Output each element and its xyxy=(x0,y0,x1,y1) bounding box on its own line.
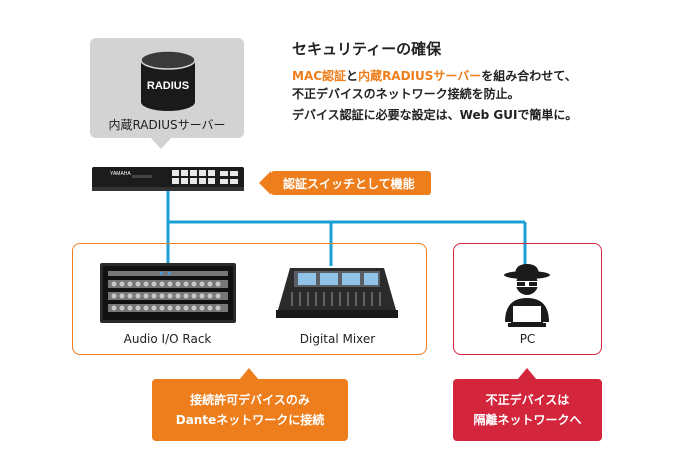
blocked-callout-line-2: 隔離ネットワークへ xyxy=(473,413,582,427)
mixer-console-icon xyxy=(276,268,398,318)
allowed-callout-line-1: 接続許可デバイスのみ xyxy=(190,393,310,407)
allowed-callout-line-2: Danteネットワークに接続 xyxy=(175,413,325,427)
network-switch-icon: YAMAHA xyxy=(92,167,244,191)
allowed-callout: 接続許可デバイスのみ Danteネットワークに接続 xyxy=(152,379,348,441)
blocked-callout-line-1: 不正デバイスは xyxy=(485,393,570,407)
description-line-1: MAC認証と内蔵RADIUSサーバーを組み合わせて、 xyxy=(292,67,577,84)
radius-caption: 内蔵RADIUSサーバー xyxy=(108,118,226,132)
laptop-icon xyxy=(508,304,546,327)
database-icon: RADIUS xyxy=(140,50,196,111)
audio-io-label: Audio I/O Rack xyxy=(123,332,212,346)
description-line-2: 不正デバイスのネットワーク接続を防止。 xyxy=(292,87,520,101)
digital-mixer-label: Digital Mixer xyxy=(299,332,376,346)
allowed-callout-arrow xyxy=(239,368,259,380)
switch-callout-arrow xyxy=(259,171,271,195)
audio-rack-icon xyxy=(100,263,236,323)
blocked-callout: 不正デバイスは 隔離ネットワークへ xyxy=(453,379,602,441)
headline: セキュリティーの確保 xyxy=(292,40,442,58)
allowed-devices-group xyxy=(72,243,427,355)
description-text: を組み合わせて、 xyxy=(481,69,577,83)
switch-brand: YAMAHA xyxy=(110,171,131,177)
description-line-3: デバイス認証に必要な設定は、Web GUIで簡単に。 xyxy=(292,108,578,122)
blocked-devices-group xyxy=(453,243,602,355)
radius-icon-text: RADIUS xyxy=(147,80,189,92)
switch-callout: 認証スイッチとして機能 xyxy=(271,171,431,195)
pc-label: PC xyxy=(519,332,536,346)
radius-highlight: 内蔵RADIUSサーバー xyxy=(358,69,482,83)
description-text: と xyxy=(346,69,359,83)
radius-callout-pointer xyxy=(150,137,172,149)
mac-auth-highlight: MAC認証 xyxy=(292,69,347,83)
blocked-callout-arrow xyxy=(517,368,537,380)
